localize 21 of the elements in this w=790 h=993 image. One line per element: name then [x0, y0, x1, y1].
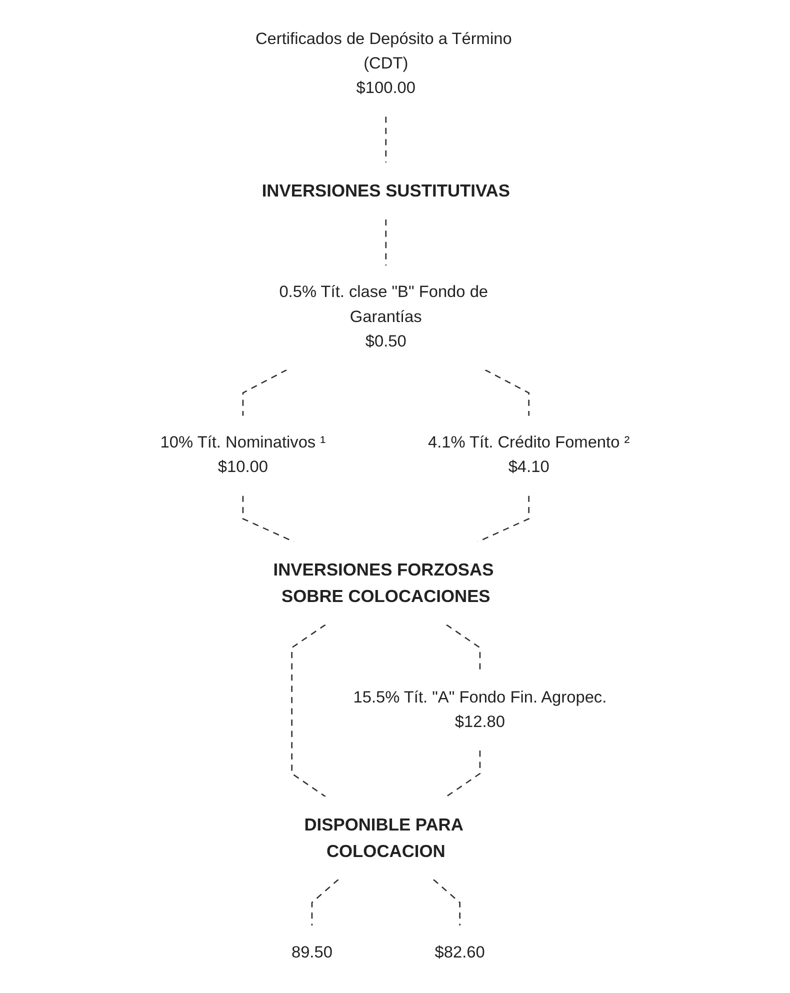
node-text: Certificados de Depósito a Término (CDT) $100.00 [255, 30, 512, 98]
connector [446, 750, 481, 798]
node-text: 4.1% Tít. Crédito Fomento ² $4.10 [428, 434, 630, 476]
node-text: 15.5% Tít. "A" Fondo Fin. Agropec. $12.80 [353, 689, 607, 732]
node-text: 10% Tít. Nominativos ¹ $10.00 [160, 434, 326, 476]
node-text: 89.50 [291, 944, 332, 962]
connector [478, 496, 530, 542]
node-text: INVERSIONES SUSTITUTIVAS [262, 181, 510, 200]
connector [484, 369, 530, 416]
connector [446, 624, 481, 671]
connector [291, 624, 326, 798]
connector [242, 369, 288, 416]
connector [385, 116, 387, 163]
node-text: $82.60 [434, 944, 485, 962]
flowchart-drawing: Certificados de Depósito a Término (CDT) $100.00 INVERSIONES SUSTITUTIVAS 0.5% Tít. clase "B" Fondo de Garantías $0.50 10% Tít. Nominativos ¹ $10.00 4.1% Tít. Crédito Fomento ² $4.10 INVERSIONES FORZOSAS SOBRE COLOCACIONES 15.5% Tít. "A" Fondo Fin. Agropec. $12.80 DISPONIBLE PARA COLOCACION 89.50 $82.60 [5, 4, 785, 989]
connector [385, 219, 387, 266]
node-text: INVERSIONES FORZOSAS SOBRE COLOCACIONES [273, 560, 494, 606]
node-text: DISPONIBLE PARA COLOCACION [304, 815, 463, 861]
connector [311, 879, 339, 926]
node-text: 0.5% Tít. clase "B" Fondo de Garantías $0.50 [279, 284, 488, 350]
connector [432, 879, 460, 926]
